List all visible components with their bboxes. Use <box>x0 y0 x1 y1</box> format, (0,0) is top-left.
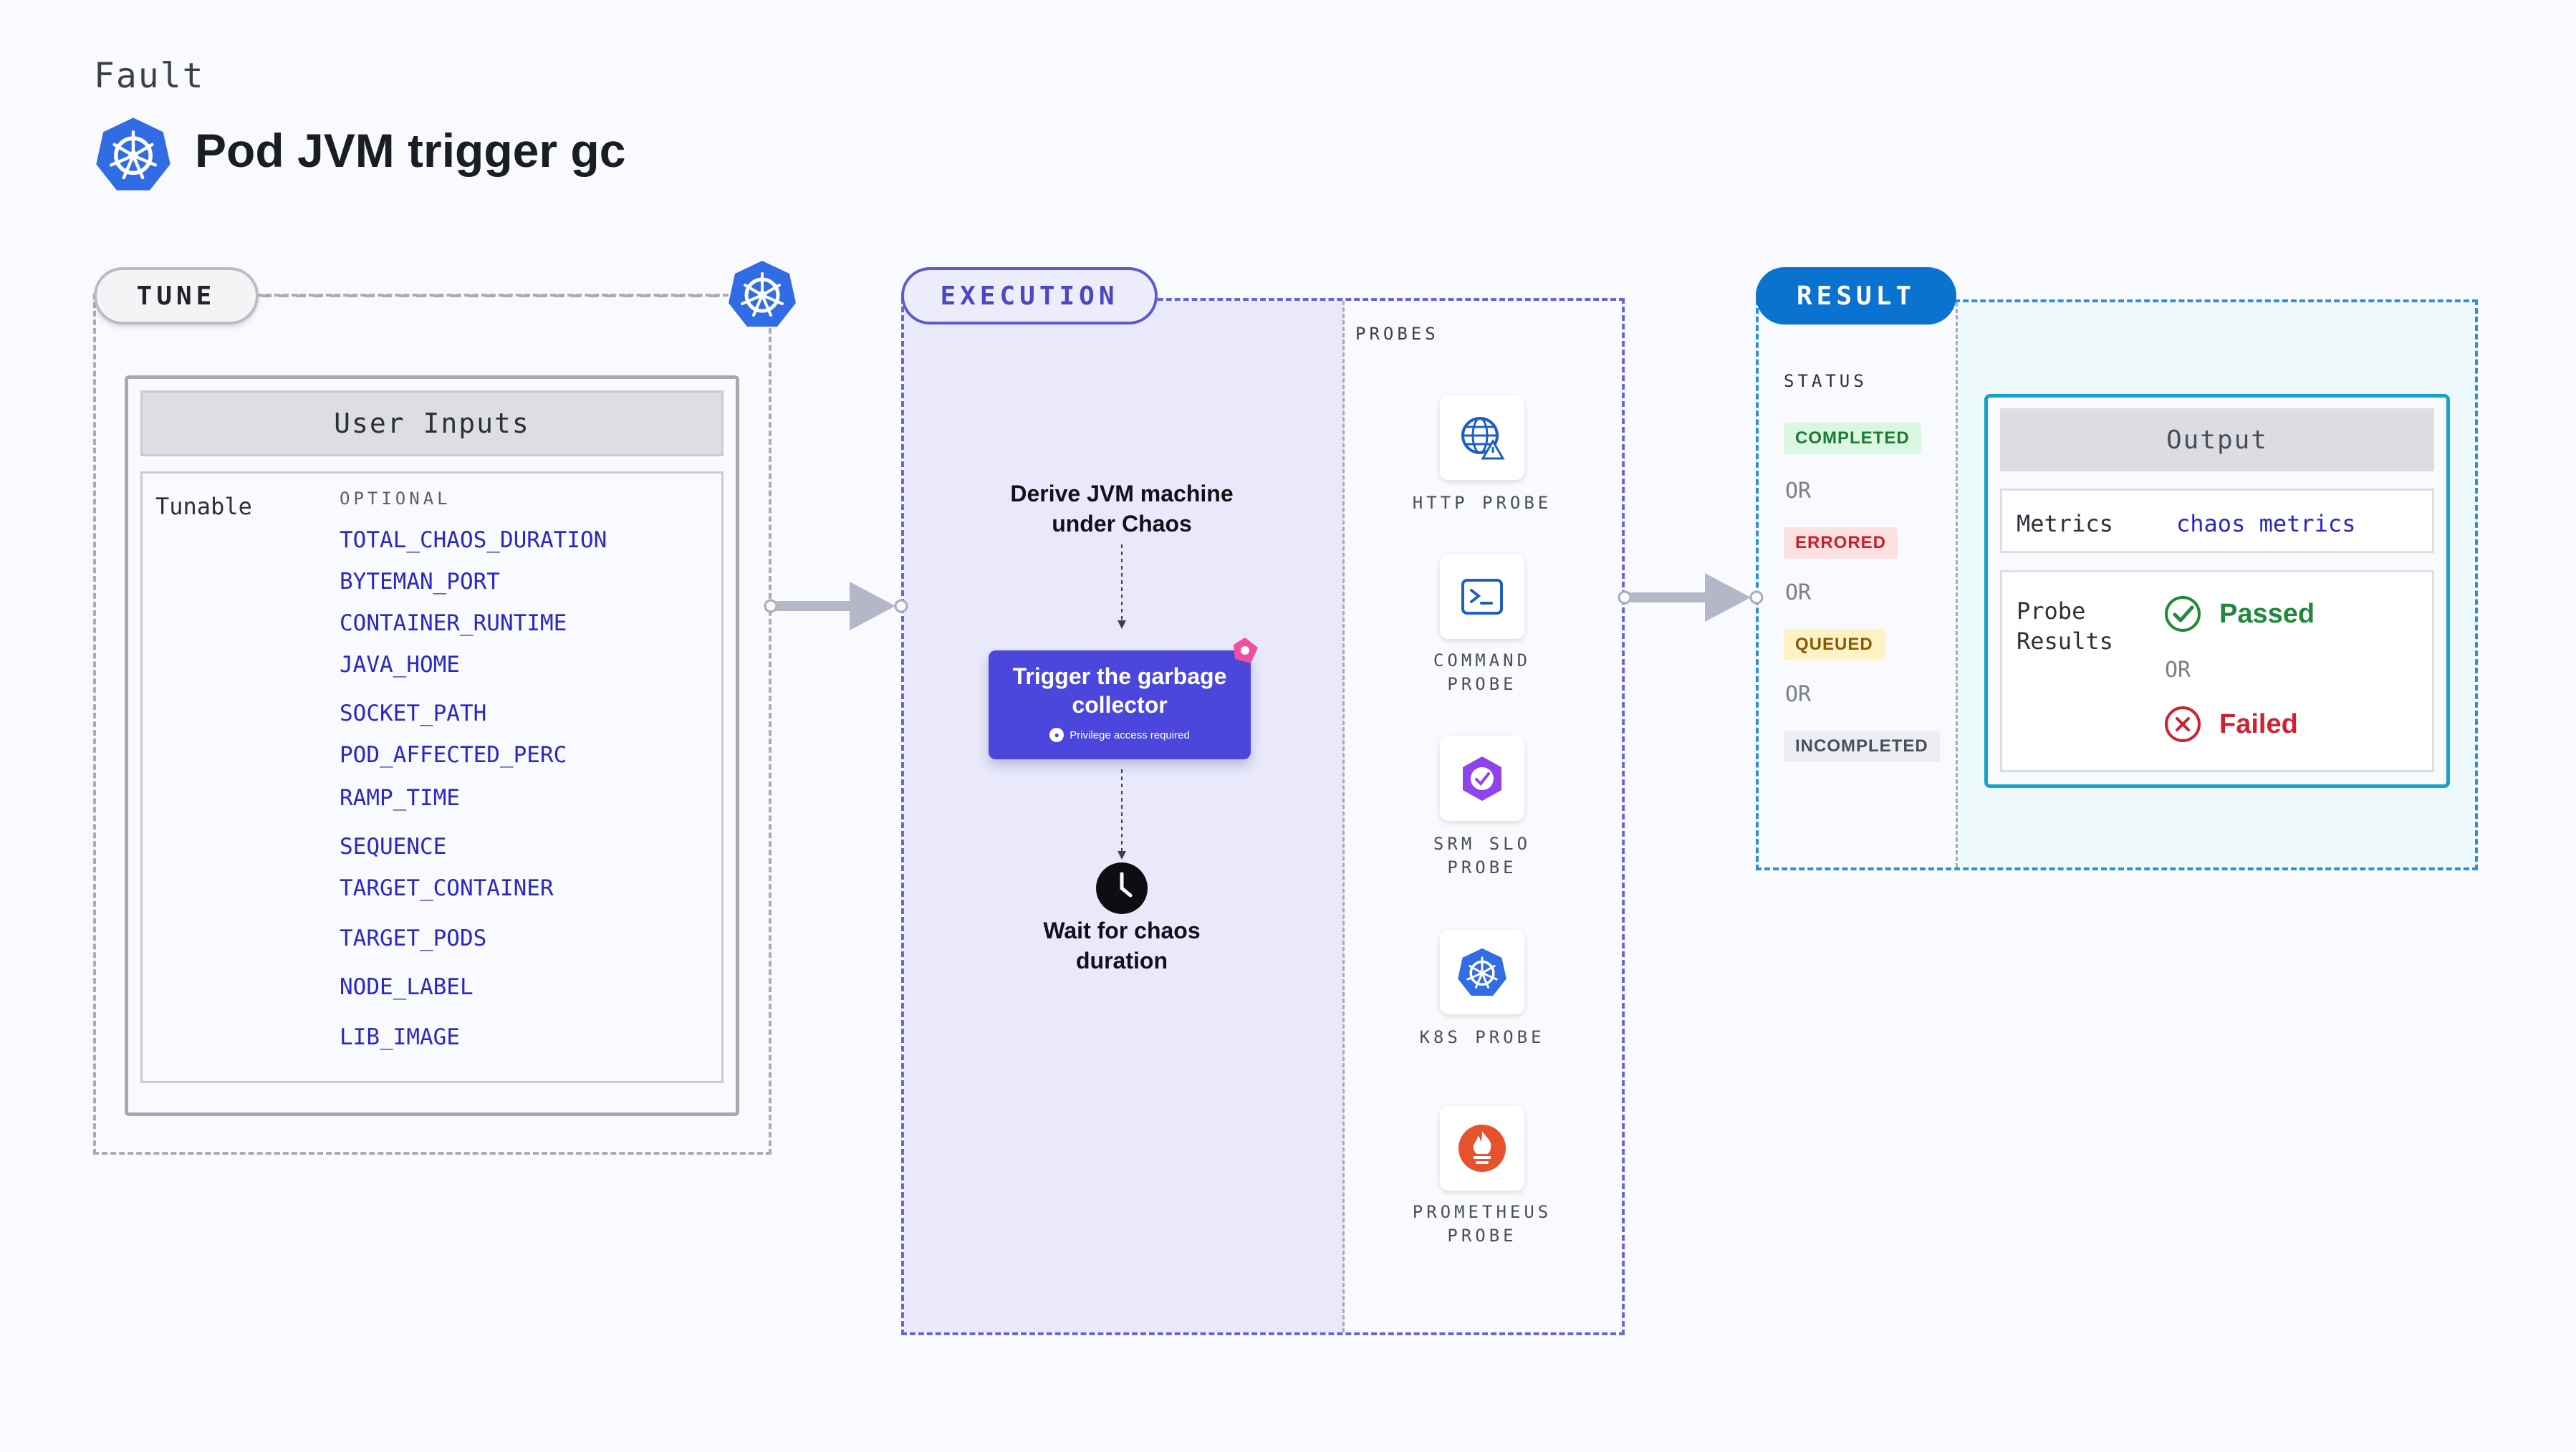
privilege-note-text: Privilege access required <box>1070 729 1190 741</box>
or-separator: OR <box>1785 479 1812 504</box>
http-probe-tile <box>1440 395 1524 480</box>
metrics-row <box>2000 489 2434 553</box>
prometheus-icon <box>1458 1125 1506 1172</box>
output-title: Output <box>2000 408 2434 471</box>
user-inputs-title: User Inputs <box>140 390 724 456</box>
page-title: Pod JVM trigger gc <box>195 124 626 177</box>
tunable-item: CONTAINER_RUNTIME <box>340 610 567 636</box>
lock-icon: ● <box>1049 728 1064 742</box>
k8s-probe-label: K8S PROBE <box>1419 1027 1545 1047</box>
tunable-item: RAMP_TIME <box>340 785 460 811</box>
prometheus-probe-label-line2: PROBE <box>1447 1226 1517 1246</box>
clock-icon <box>1096 862 1148 914</box>
status-label: STATUS <box>1784 371 1868 391</box>
result-pill: RESULT <box>1756 267 1956 324</box>
tunable-item: TARGET_PODS <box>340 925 487 951</box>
metrics-label: Metrics <box>2017 510 2113 537</box>
srm-slo-probe-label-line1: SRM SLO <box>1433 834 1532 854</box>
optional-label: OPTIONAL <box>340 489 451 509</box>
srm-slo-icon <box>1463 756 1501 801</box>
probe-results-label: Probe Results <box>2017 597 2113 655</box>
srm-slo-probe-label-line2: PROBE <box>1447 857 1517 878</box>
user-inputs-panel <box>125 375 739 1116</box>
tunable-item: TOTAL_CHAOS_DURATION <box>340 527 607 553</box>
http-globe-icon <box>1461 417 1505 460</box>
privilege-note: ● Privilege access required <box>989 728 1251 742</box>
execution-divider <box>1342 301 1345 1332</box>
status-badge-errored: ERRORED <box>1784 527 1898 559</box>
tunable-item: LIB_IMAGE <box>340 1024 460 1050</box>
tunable-label: Tunable <box>155 493 252 520</box>
probe-passed-text: Passed <box>2219 599 2315 629</box>
kubernetes-icon <box>1458 948 1506 996</box>
metrics-value: chaos metrics <box>2176 510 2356 537</box>
tunable-item: POD_AFFECTED_PERC <box>340 742 567 768</box>
or-separator: OR <box>1785 682 1812 707</box>
result-section <box>1756 299 2478 870</box>
probe-results-box <box>2000 570 2434 772</box>
tunable-item: TARGET_CONTAINER <box>340 875 554 901</box>
tunable-item: JAVA_HOME <box>340 652 460 678</box>
srm-slo-probe-tile <box>1440 736 1524 821</box>
command-probe-tile <box>1440 554 1524 639</box>
execution-section <box>901 298 1625 1335</box>
tunable-item: BYTEMAN_PORT <box>340 569 500 595</box>
or-separator: OR <box>2165 658 2191 683</box>
or-separator: OR <box>1785 580 1812 605</box>
status-badge-completed: COMPLETED <box>1784 423 1921 454</box>
trigger-gc-action-card: Trigger the garbage collector ● Privileg… <box>989 650 1251 759</box>
tunable-item: NODE_LABEL <box>340 974 474 1000</box>
action-title: Trigger the garbage collector <box>1012 663 1227 718</box>
command-probe-label-line1: COMMAND <box>1433 650 1532 670</box>
http-probe-label: HTTP PROBE <box>1412 493 1552 513</box>
step-derive-jvm: Derive JVM machine under Chaos <box>1010 481 1234 537</box>
probe-failed-text: Failed <box>2219 709 2298 739</box>
tune-pill: TUNE <box>94 267 259 324</box>
step-wait-duration: Wait for chaos duration <box>1043 918 1201 973</box>
kubernetes-icon <box>96 117 170 191</box>
execution-flow-area <box>904 301 1344 1332</box>
kubernetes-icon <box>729 261 796 327</box>
chaos-badge-icon <box>1234 638 1258 663</box>
prometheus-probe-label-line1: PROMETHEUS <box>1412 1202 1552 1222</box>
tunable-item: SOCKET_PATH <box>340 701 487 726</box>
section-label: Fault <box>94 56 205 96</box>
status-badge-incompleted: INCOMPLETED <box>1784 731 1940 762</box>
status-badge-queued: QUEUED <box>1784 629 1885 660</box>
execution-pill: EXECUTION <box>901 267 1158 324</box>
check-circle-icon <box>2165 596 2201 632</box>
probes-label: PROBES <box>1355 324 1439 344</box>
k8s-probe-tile <box>1440 930 1524 1014</box>
terminal-icon <box>1461 579 1503 615</box>
user-inputs-body <box>140 471 724 1083</box>
command-probe-label-line2: PROBE <box>1447 674 1517 694</box>
tunable-item: SEQUENCE <box>340 834 447 860</box>
result-divider <box>1956 302 1958 867</box>
x-circle-icon <box>2165 706 2201 742</box>
prometheus-probe-tile <box>1440 1106 1524 1191</box>
